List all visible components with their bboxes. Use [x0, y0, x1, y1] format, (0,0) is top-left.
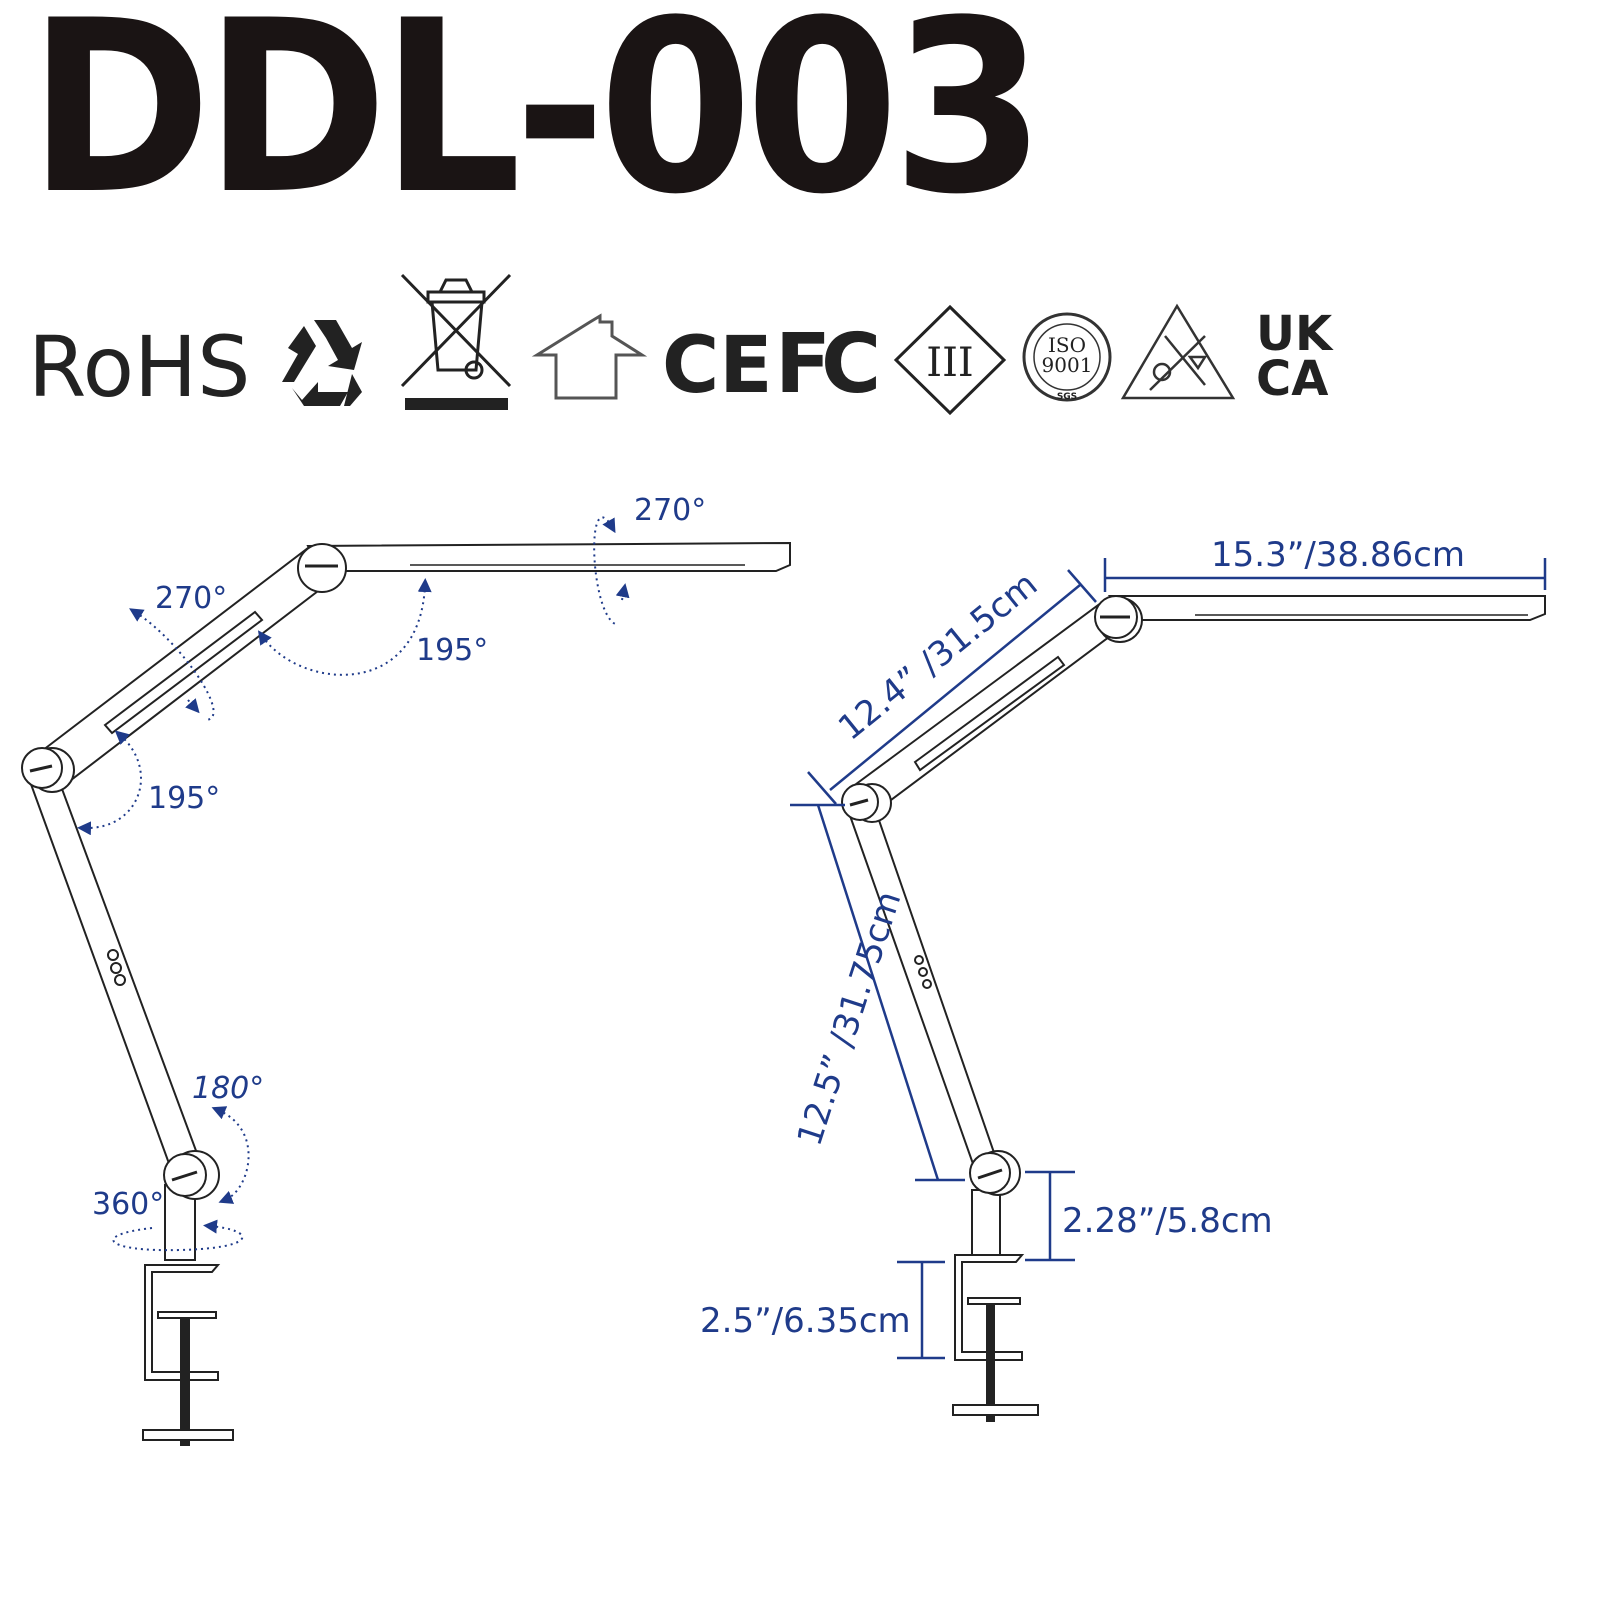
svg-text:UK: UK	[1256, 306, 1334, 362]
dimension-lamp-drawing: 15.3”/38.86cm 12.4” /31.5cm 12.5” /31.75…	[700, 535, 1547, 1422]
svg-text:9001: 9001	[1042, 353, 1093, 377]
ukca-mark: UK CA	[1256, 306, 1334, 407]
head-joint-angle-label: 195°	[416, 633, 488, 668]
head-rotation-label: 270°	[634, 493, 706, 528]
recycle-icon	[282, 320, 362, 406]
ce-mark: CE	[662, 321, 773, 411]
weee-crossed-bin-icon	[400, 273, 512, 410]
svg-text:SGS: SGS	[1057, 392, 1077, 402]
svg-text:III: III	[926, 340, 973, 386]
base-swivel-label: 360°	[92, 1187, 164, 1222]
base-tilt-label: 180°	[192, 1071, 264, 1106]
clamp-opening-dimension: 2.5”/6.35cm	[700, 1301, 911, 1341]
elbow-angle-label: 195°	[148, 781, 220, 816]
post-height-dimension: 2.28”/5.8cm	[1062, 1201, 1273, 1241]
svg-text:ISO: ISO	[1048, 333, 1086, 357]
do-not-stare-light-icon	[1120, 303, 1236, 400]
indoor-use-house-icon	[531, 313, 648, 400]
model-title: DDL-003	[28, 0, 1046, 247]
svg-text:CA: CA	[1256, 351, 1328, 407]
upper-arm-length-dimension: 12.4” /31.5cm	[831, 564, 1045, 748]
certification-row: RoHS CE FC III ISO 9001 SGS	[28, 273, 1334, 416]
upper-arm-rotation-label: 270°	[155, 581, 227, 616]
lower-arm-length-dimension: 12.5” /31.75cm	[790, 887, 910, 1151]
rohs-logo: RoHS	[28, 318, 250, 416]
iso-9001-seal-icon: ISO 9001 SGS	[1022, 312, 1112, 402]
fcc-mark: FC	[775, 317, 876, 412]
rotation-lamp-drawing: 270° 195° 270° 195° 180° 360°	[21, 493, 791, 1446]
head-length-dimension: 15.3”/38.86cm	[1211, 535, 1465, 575]
class-iii-diamond-icon: III	[893, 304, 1007, 416]
